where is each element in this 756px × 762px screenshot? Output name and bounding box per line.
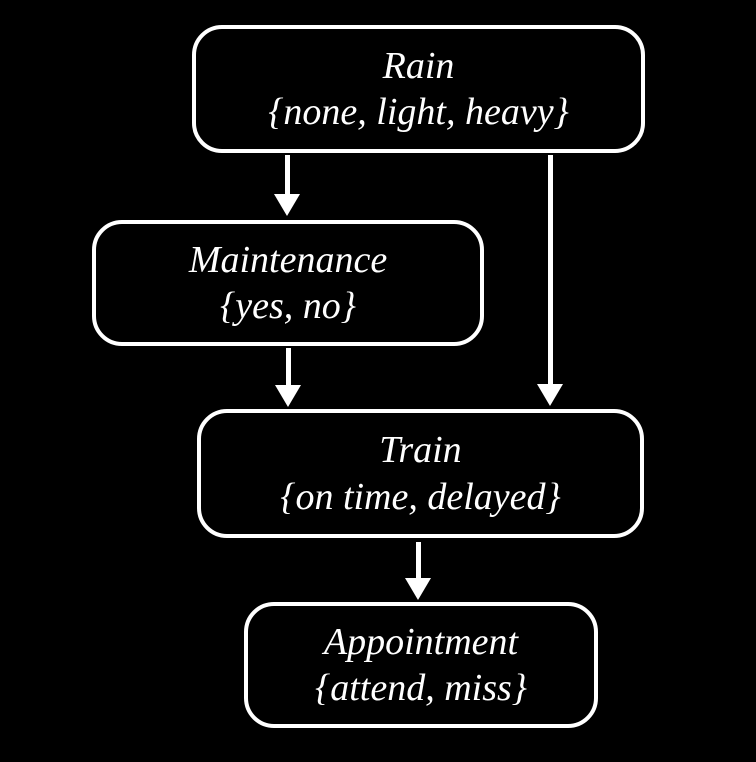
edge-line <box>284 155 290 194</box>
node-train: Train {on time, delayed} <box>197 409 644 538</box>
node-train-label: Train <box>379 429 462 472</box>
edge-rain-to-maintenance <box>274 155 300 216</box>
arrowhead-down-icon <box>537 384 563 406</box>
node-maintenance: Maintenance {yes, no} <box>92 220 484 346</box>
edge-maintenance-to-train <box>275 348 301 407</box>
node-appointment-values: {attend, miss} <box>315 667 527 709</box>
node-appointment: Appointment {attend, miss} <box>244 602 598 728</box>
edge-rain-to-train <box>537 155 563 406</box>
arrowhead-down-icon <box>405 578 431 600</box>
edge-line <box>415 542 421 578</box>
node-train-values: {on time, delayed} <box>280 475 561 518</box>
arrowhead-down-icon <box>275 385 301 407</box>
node-appointment-label: Appointment <box>323 620 519 663</box>
node-rain: Rain {none, light, heavy} <box>192 25 645 153</box>
edge-line <box>547 155 553 384</box>
edge-line <box>285 348 291 385</box>
node-maintenance-label: Maintenance <box>188 238 388 281</box>
arrowhead-down-icon <box>274 194 300 216</box>
node-rain-values: {none, light, heavy} <box>268 91 569 133</box>
edge-train-to-appointment <box>405 542 431 600</box>
node-rain-label: Rain <box>382 44 455 87</box>
node-maintenance-values: {yes, no} <box>220 285 356 327</box>
